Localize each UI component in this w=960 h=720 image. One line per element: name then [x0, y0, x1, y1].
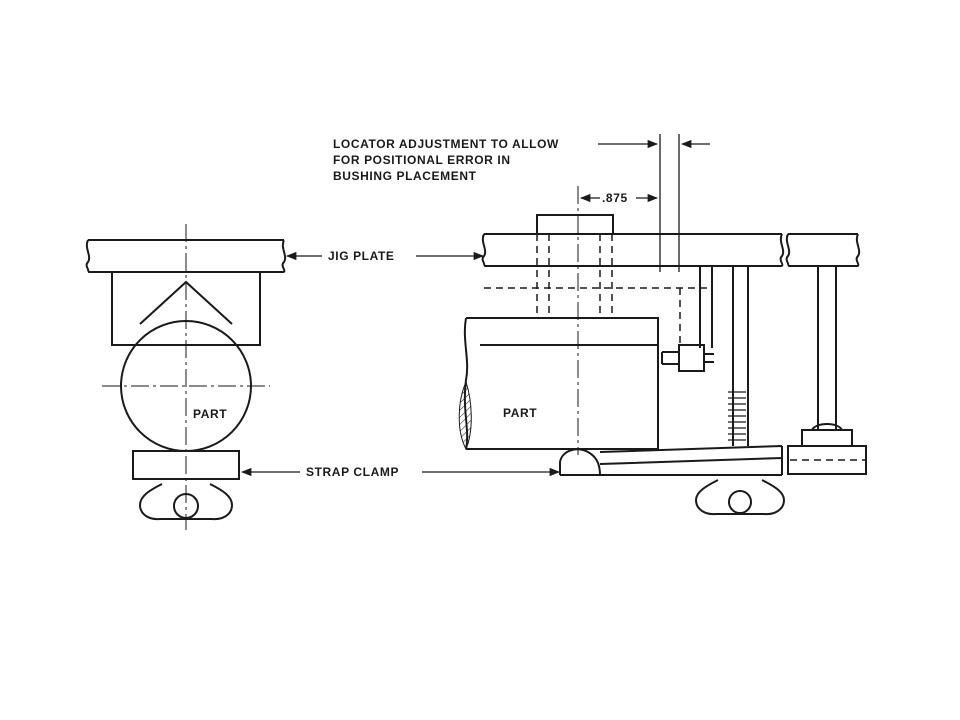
locator-block-side	[699, 266, 713, 348]
right-clamp-knob	[694, 479, 786, 516]
jig-plate-label: JIG PLATE	[328, 249, 395, 263]
clamp-stud-threads	[728, 391, 746, 441]
strap-clamp-heel	[559, 448, 601, 476]
left-strap-clamp	[132, 450, 240, 480]
strap-clamp-label: STRAP CLAMP	[306, 465, 399, 479]
locator-adjusting-screw	[661, 351, 714, 365]
dimension-label: .875	[602, 191, 628, 205]
right-knob-center	[728, 490, 752, 514]
support-stud	[817, 266, 837, 430]
clamp-stud	[732, 266, 749, 446]
locator-note-line-1: LOCATOR ADJUSTMENT TO ALLOW	[333, 137, 559, 151]
drill-bushing-head	[536, 214, 614, 235]
right-jig-plate-extension	[785, 233, 861, 267]
left-view: PART	[85, 224, 287, 530]
locator-note-line-3: BUSHING PLACEMENT	[333, 169, 477, 183]
locator-note-line-2: FOR POSITIONAL ERROR IN	[333, 153, 511, 167]
left-knob-center	[173, 493, 199, 519]
locator-adjusting-nut	[678, 344, 705, 372]
right-part-section-hatch	[458, 380, 472, 451]
left-part-label: PART	[193, 407, 227, 421]
support-hex-nut	[801, 423, 853, 447]
right-strap-clamp	[560, 445, 783, 476]
right-jig-plate	[481, 233, 785, 267]
right-part-label: PART	[503, 406, 537, 420]
right-part-body	[466, 317, 659, 450]
right-view: PART	[458, 186, 867, 516]
callouts: JIG PLATE STRAP CLAMP LOCATOR ADJUSTMENT…	[240, 134, 710, 479]
